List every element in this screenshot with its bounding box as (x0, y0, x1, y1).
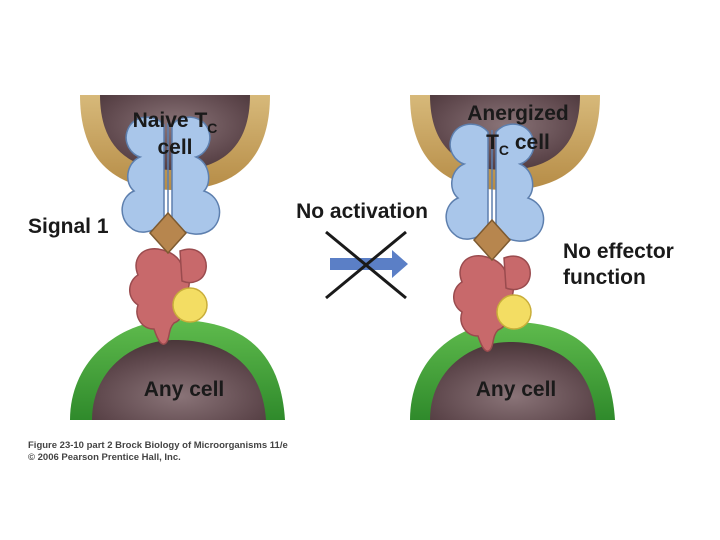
any-cell-label-right: Any cell (476, 378, 557, 401)
signal-1-label: Signal 1 (28, 215, 109, 238)
naive-tc-label-line2: cell (157, 136, 192, 159)
naive-tc-label: Naive TC (133, 109, 218, 136)
no-effector-label-line1: No effector (563, 240, 674, 263)
right-panel (410, 95, 615, 420)
no-activation-label: No activation (296, 200, 428, 223)
no-effector-label-line2: function (563, 266, 646, 289)
any-cell-right (410, 322, 615, 420)
figure-caption: Figure 23-10 part 2 Brock Biology of Mic… (28, 440, 288, 451)
transition (325, 230, 408, 300)
any-cell-label-left: Any cell (144, 378, 225, 401)
copyright-caption: © 2006 Pearson Prentice Hall, Inc. (28, 452, 181, 463)
left-panel (70, 95, 285, 420)
block-cross-line (325, 230, 407, 300)
any-cell-left (70, 320, 285, 420)
anergized-tc-label-line2: TC cell (486, 131, 550, 158)
anergized-tc-label: Anergized (467, 102, 569, 125)
